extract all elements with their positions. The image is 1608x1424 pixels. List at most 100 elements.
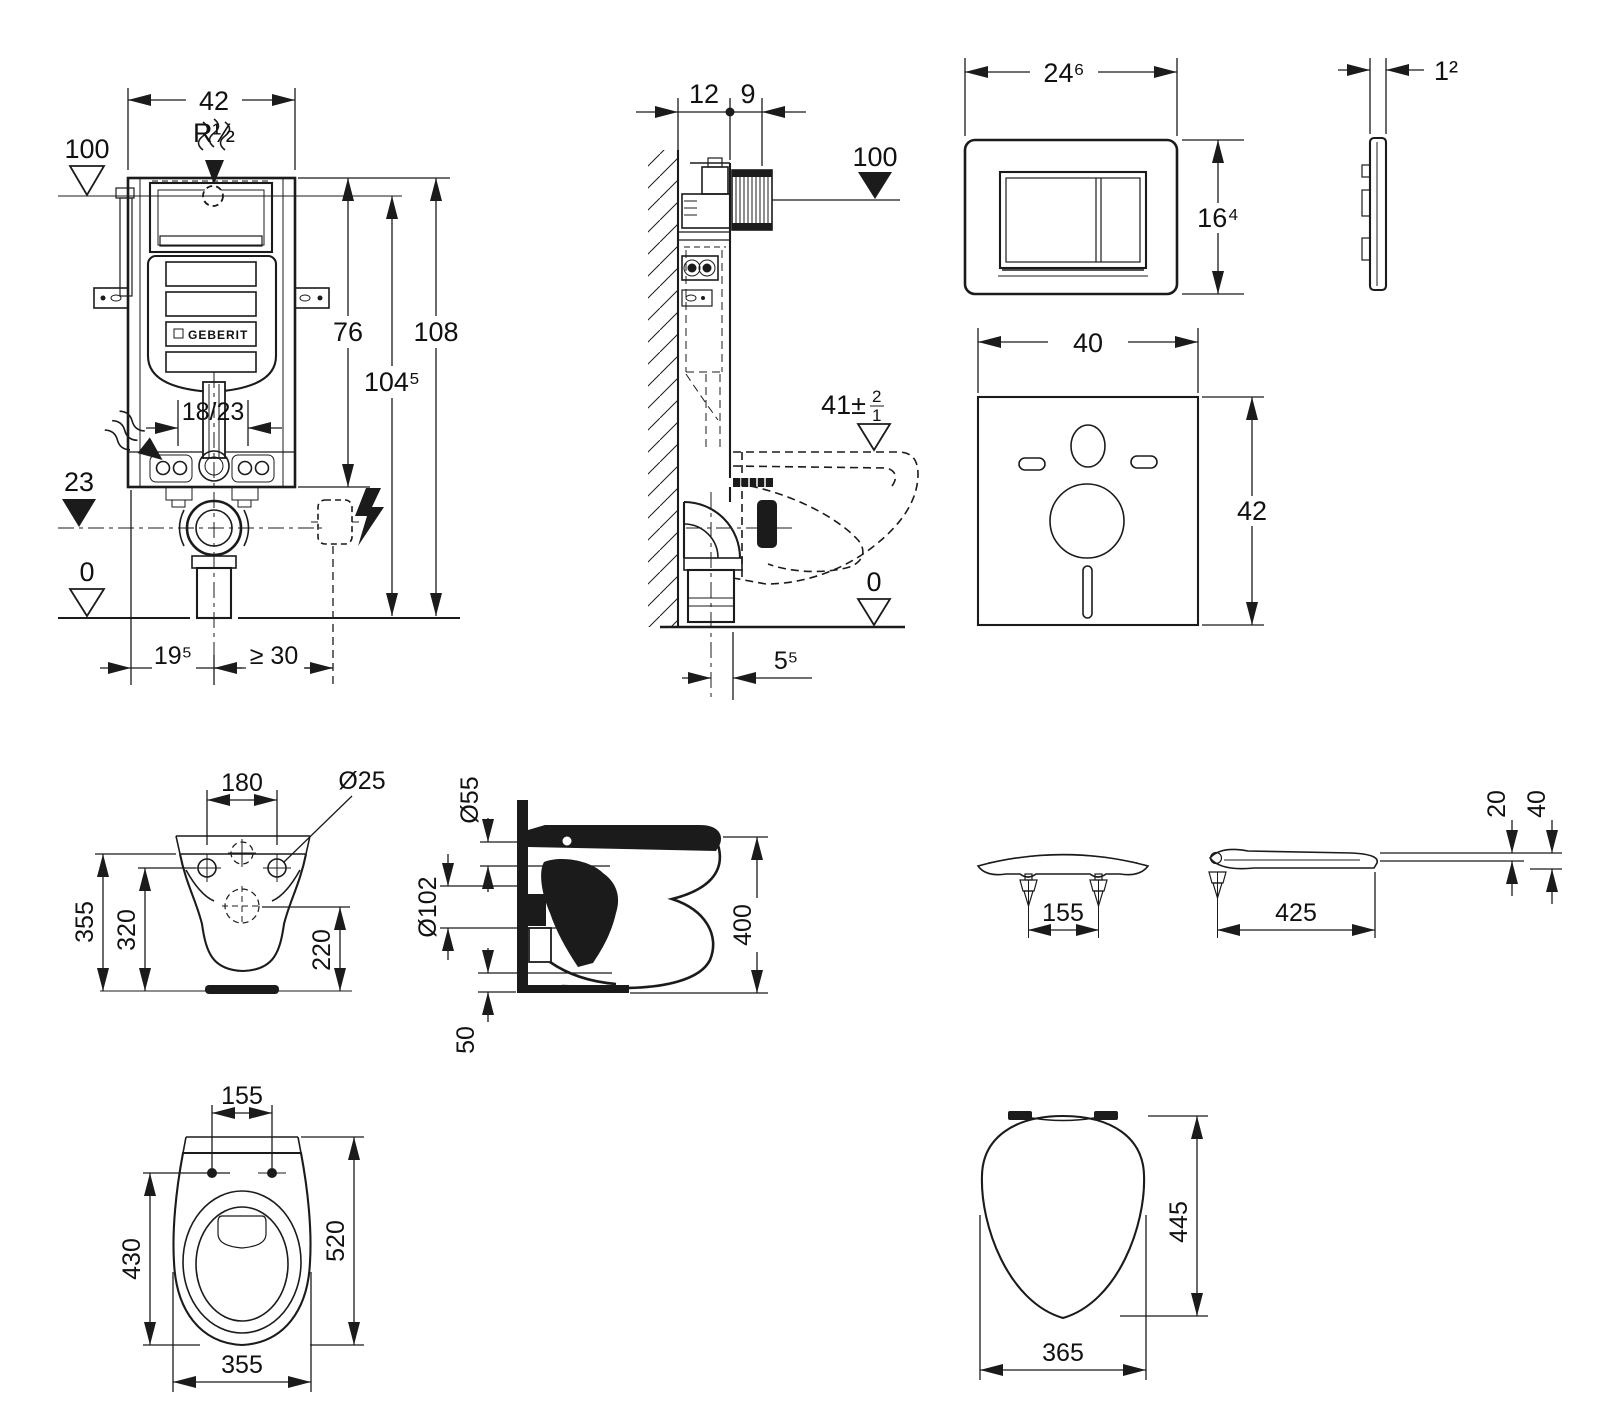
dim-hinge-spacing: 155 — [1028, 899, 1099, 936]
dim-label: 425 — [1275, 899, 1317, 927]
dim-label: 355 — [71, 901, 99, 943]
foot-left — [149, 454, 193, 508]
level-0: 0 — [68, 557, 106, 618]
water-supply-arrow — [197, 118, 231, 184]
dim-outlet-102: Ø102 — [414, 854, 610, 960]
dim-inlet-55: Ø55 — [456, 776, 610, 892]
dim-plate-thickness: 1² — [1338, 56, 1458, 134]
bowl-outline — [178, 853, 308, 973]
level-100: 100 — [58, 134, 402, 197]
dim-hole-dia: Ø25 — [283, 767, 386, 863]
view-seat-front: 155 — [976, 853, 1150, 938]
mat-slot-bottom — [1082, 565, 1093, 619]
dim-430: 430 — [118, 1172, 230, 1346]
dim-365: 365 — [979, 1215, 1147, 1380]
dim-label: 155 — [1042, 899, 1084, 927]
dim-label: 42 — [199, 86, 229, 116]
level-label: 0 — [866, 567, 881, 597]
dim-flush-offset: 18/23 — [146, 398, 282, 446]
view-frame-side: 12 9 100 41± 2 1 0 5⁵ — [636, 79, 919, 700]
level-label: 41± — [821, 390, 866, 420]
tolerance-minus: 1 — [872, 406, 881, 425]
fixing-hole-left — [193, 854, 221, 882]
dim-355: 355 — [71, 853, 176, 991]
bowl-ring — [195, 1206, 289, 1322]
dim-seat-thickness: 20 40 — [1380, 790, 1562, 904]
view-plate-side: 1² — [1338, 56, 1458, 292]
level-41: 41± 2 1 — [821, 387, 892, 452]
logo-text: GEBERIT — [188, 328, 248, 342]
dim-label: 430 — [118, 1238, 146, 1280]
dim-label: 12 — [689, 79, 719, 109]
dim-label: 5⁵ — [774, 647, 798, 675]
drain-elbow — [682, 492, 795, 700]
level-label: 23 — [64, 467, 94, 497]
dim-76: 76 — [298, 177, 450, 488]
mat-hole-top — [1070, 424, 1106, 468]
tolerance-plus: 2 — [872, 387, 881, 406]
dim-label: 365 — [1042, 1339, 1084, 1367]
thread-label: R½ — [193, 118, 235, 148]
level-label: 100 — [852, 142, 897, 172]
trap-section — [541, 859, 619, 967]
geberit-logo: GEBERIT — [173, 328, 248, 342]
fixing-hole-right — [263, 854, 291, 882]
dim-mat-width: 40 — [977, 328, 1199, 393]
wall-bracket-right — [294, 287, 330, 309]
view-seat-side: 425 20 40 — [1208, 790, 1562, 938]
view-wc-side: Ø55 Ø102 50 400 — [414, 776, 768, 1054]
dim-top-hole-spacing: 155 — [211, 1082, 273, 1168]
lightning-icon — [355, 488, 384, 546]
rim-section — [528, 825, 722, 851]
dim-label: 108 — [413, 317, 458, 347]
dim-label: 180 — [221, 769, 263, 797]
dim-plate-width: 24⁶ — [964, 58, 1178, 136]
dim-220: 220 — [262, 906, 350, 991]
dim-108: 108 — [409, 178, 463, 616]
dim-label: 104⁵ — [364, 367, 420, 397]
hinge-bolt-side — [1208, 871, 1227, 938]
mat-slot-left — [1018, 457, 1046, 471]
dim-label: 520 — [322, 1220, 350, 1262]
dim-hole-spacing-180: 180 — [206, 769, 278, 845]
seat-profile — [976, 853, 1150, 878]
dim-top-width: 355 — [172, 1272, 312, 1392]
bowl-shell — [561, 844, 722, 990]
dim-label: 40 — [1073, 328, 1103, 358]
outlet-hole — [222, 886, 262, 926]
electrical-connection — [311, 488, 384, 546]
dim-label: 220 — [308, 929, 336, 971]
dim-5-5: 5⁵ — [682, 632, 812, 700]
hinge-tab-left — [1008, 1111, 1032, 1120]
flush-duct-arrow — [104, 410, 163, 461]
view-wc-front: 180 Ø25 355 320 220 — [71, 767, 386, 994]
hinge-tab-right — [1094, 1111, 1118, 1120]
seat-side-profile — [1208, 848, 1379, 870]
level-label: 0 — [79, 557, 94, 587]
dim-plate-height: 16⁴ — [1182, 139, 1247, 295]
dim-label: 355 — [221, 1351, 263, 1379]
dim-label: 9 — [740, 79, 755, 109]
mat-slot-right — [1130, 455, 1158, 469]
flush-distributor — [217, 1215, 267, 1249]
pan-outline-top — [172, 1151, 312, 1347]
dim-label: 400 — [729, 904, 757, 946]
dim-445: 445 — [1120, 1115, 1208, 1317]
dim-label: ≥ 30 — [250, 642, 298, 670]
wall-bracket-left — [93, 287, 129, 309]
dim-19-5-and-30: 19⁵ ≥ 30 — [100, 490, 334, 685]
dim-label: Ø25 — [338, 767, 385, 795]
view-wc-top: 155 430 520 355 — [118, 1082, 364, 1392]
dim-520: 520 — [301, 1136, 364, 1346]
dim-label: 19⁵ — [154, 642, 192, 670]
mat-hole-center — [1049, 483, 1125, 559]
dim-label: 1² — [1434, 56, 1458, 86]
dim-label: 20 — [1483, 790, 1511, 818]
view-insulation-mat: 40 42 — [976, 328, 1278, 627]
dim-104-5: 104⁵ — [356, 196, 428, 616]
dim-400: 400 — [630, 836, 768, 994]
view-seat-top: 445 365 — [979, 1111, 1208, 1380]
dim-mat-height: 42 — [1202, 396, 1278, 626]
